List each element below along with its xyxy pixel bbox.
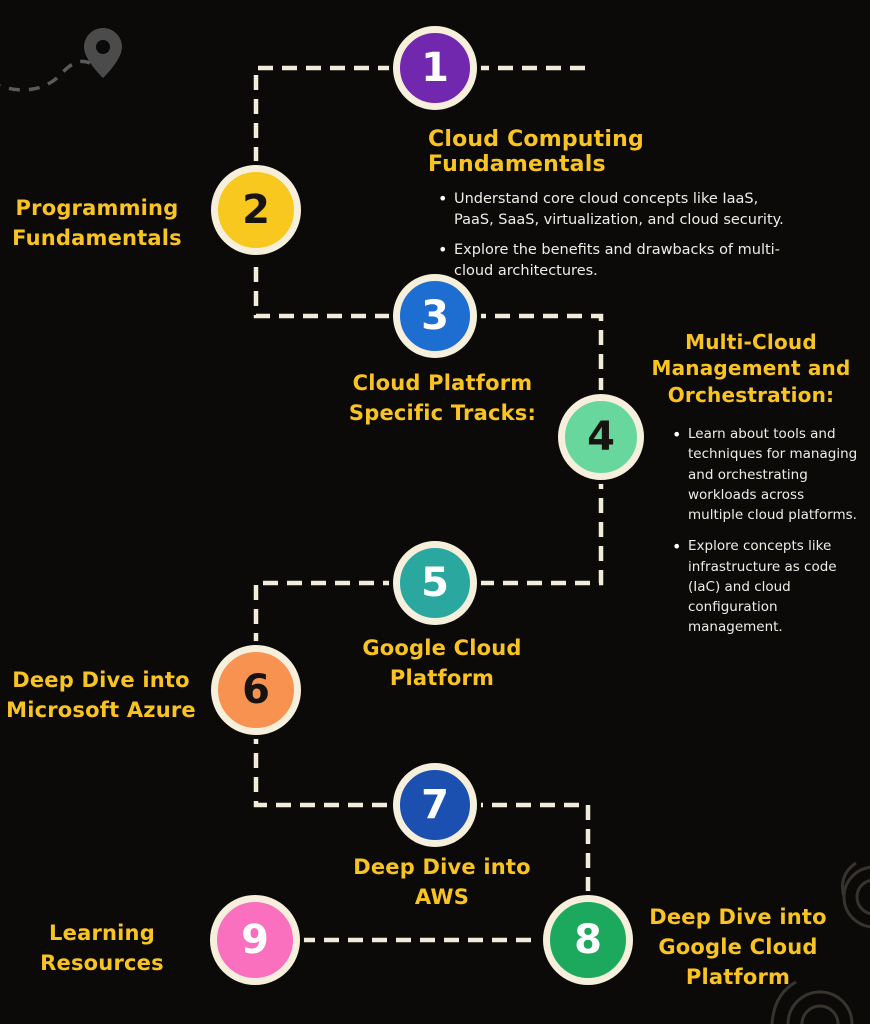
- step-circle-8: 8: [543, 895, 633, 985]
- step-2-title: Programming Fundamentals: [12, 196, 182, 250]
- step-6-title: Deep Dive into Microsoft Azure: [6, 668, 196, 722]
- step-circle-6: 6: [211, 645, 301, 735]
- step-number-8: 8: [574, 917, 602, 963]
- section-step-4: Multi-Cloud Management and Orchestration…: [642, 329, 860, 649]
- step-number-4: 4: [587, 414, 615, 460]
- map-pin-trail: [0, 59, 91, 92]
- step-number-5: 5: [421, 560, 449, 606]
- step-circle-9: 9: [210, 895, 300, 985]
- step-7-title: Deep Dive into AWS: [353, 855, 531, 909]
- step-1-bullet: Understand core cloud concepts like IaaS…: [436, 188, 798, 230]
- step-circle-3: 3: [393, 274, 477, 358]
- step-number-2: 2: [242, 187, 270, 233]
- step-4-title: Multi-Cloud Management and Orchestration…: [651, 330, 851, 407]
- section-step-2: Programming Fundamentals: [6, 194, 188, 254]
- step-number-1: 1: [421, 45, 449, 91]
- section-step-9: Learning Resources: [22, 919, 182, 979]
- step-5-title: Google Cloud Platform: [362, 636, 522, 690]
- section-step-6: Deep Dive into Microsoft Azure: [5, 666, 197, 726]
- step-8-title: Deep Dive into Google Cloud Platform: [649, 905, 827, 989]
- step-1-bullet: Explore the benefits and drawbacks of mu…: [436, 239, 798, 281]
- step-9-title: Learning Resources: [40, 921, 164, 975]
- section-step-3: Cloud Platform Specific Tracks:: [340, 369, 545, 429]
- step-circle-1: 1: [393, 26, 477, 110]
- step-number-7: 7: [421, 782, 449, 828]
- step-circle-2: 2: [211, 165, 301, 255]
- map-pin-icon: [84, 28, 122, 78]
- section-step-5: Google Cloud Platform: [352, 634, 532, 694]
- step-circle-7: 7: [393, 763, 477, 847]
- step-number-6: 6: [242, 667, 270, 713]
- step-4-bullet: Learn about tools and techniques for man…: [670, 423, 862, 525]
- step-number-3: 3: [421, 293, 449, 339]
- section-step-8: Deep Dive into Google Cloud Platform: [638, 903, 838, 992]
- step-4-bullet: Explore concepts like infrastructure as …: [670, 535, 862, 637]
- step-number-9: 9: [241, 917, 269, 963]
- step-circle-5: 5: [393, 541, 477, 625]
- step-1-bullet-list: Understand core cloud concepts like IaaS…: [436, 188, 798, 281]
- step-4-bullet-list: Learn about tools and techniques for man…: [670, 423, 862, 638]
- section-step-1: Cloud Computing Fundamentals Understand …: [428, 127, 820, 291]
- section-step-7: Deep Dive into AWS: [352, 853, 532, 913]
- step-1-title: Cloud Computing Fundamentals: [428, 127, 644, 177]
- step-3-title: Cloud Platform Specific Tracks:: [348, 371, 537, 425]
- step-circle-4: 4: [558, 394, 644, 480]
